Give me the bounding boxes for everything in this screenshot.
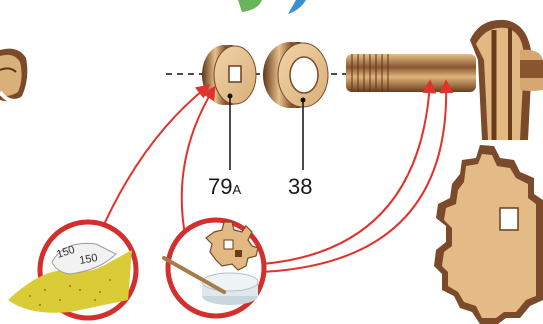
- threaded-shaft: [346, 54, 476, 92]
- left-wood-fragment: [0, 49, 27, 102]
- part-38: [263, 42, 328, 108]
- part-label-79a: 79A: [208, 174, 241, 199]
- arrow-glue-to-79a: [182, 88, 214, 240]
- sandpaper-icon: 150 150: [8, 222, 136, 318]
- glue-icon: [164, 220, 264, 316]
- gear-wheel: [434, 145, 543, 324]
- top-blue-arrow-fragment: [288, 0, 306, 14]
- arrow-glue-to-shaft-1: [262, 82, 430, 264]
- part-label-38: 38: [288, 174, 312, 199]
- assembly-arrows: [98, 82, 446, 272]
- top-green-arrow-fragment: [238, 0, 262, 12]
- arrow-sandpaper-to-79a: [98, 86, 208, 238]
- crank-arm: [470, 20, 543, 140]
